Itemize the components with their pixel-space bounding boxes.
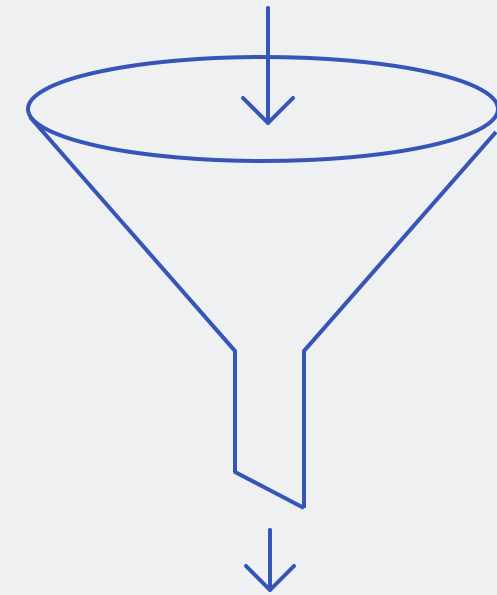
- funnel-right-side: [304, 132, 496, 508]
- output-arrow-icon: [246, 530, 294, 590]
- funnel-rim: [28, 57, 497, 161]
- input-arrow-icon: [243, 8, 293, 123]
- funnel-icon: [28, 57, 497, 508]
- funnel-left-side: [30, 117, 304, 508]
